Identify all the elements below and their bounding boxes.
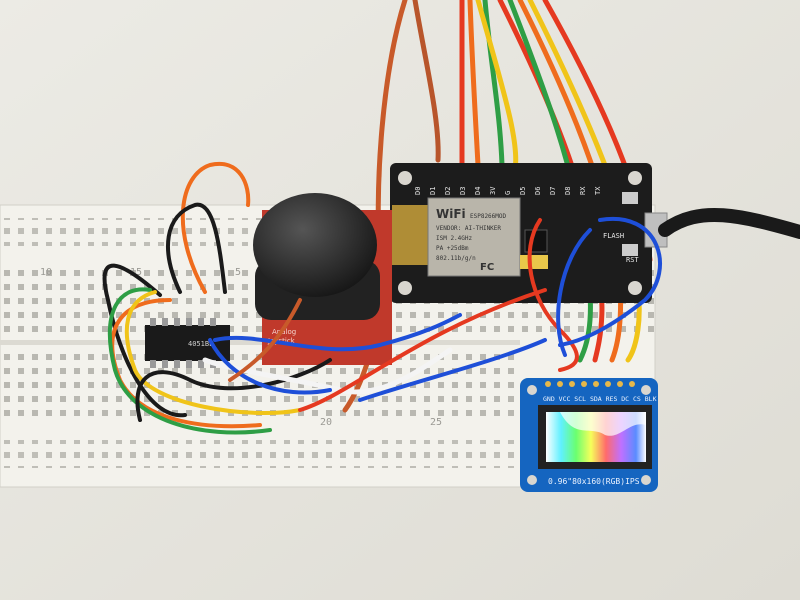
row-number: 15 xyxy=(130,267,142,278)
chip-line: ISM 2.4GHz xyxy=(436,235,473,242)
pin-label: TX xyxy=(594,186,602,195)
reset-button xyxy=(622,244,638,256)
chip-line: VENDOR: AI-THINKER xyxy=(436,225,501,232)
fc-mark: FC xyxy=(480,262,494,273)
row-number: 10 xyxy=(40,267,52,278)
nodemcu-board: WiFi ESP8266MOD VENDOR: AI-THINKER ISM 2… xyxy=(390,163,668,303)
pin-label: D7 xyxy=(549,187,557,195)
usb-cable xyxy=(658,207,800,239)
pin-label: D2 xyxy=(444,187,452,195)
pin-label: G xyxy=(504,191,512,195)
breadboard-wires xyxy=(102,161,662,435)
display-pin-labels: GND VCC SCL SDA RES DC CS BLK xyxy=(543,395,657,403)
ic-marking: 4051BE xyxy=(188,340,213,348)
pin-labels: D0 D1 D2 D3 D4 3V G D5 D6 D7 D8 RX TX xyxy=(414,186,602,195)
flash-button xyxy=(622,192,638,204)
pin-label: RX xyxy=(579,186,587,195)
chip-line: ESP8266MOD xyxy=(470,213,507,220)
pin-label: D6 xyxy=(534,187,542,195)
tft-display-module: GND VCC SCL SDA RES DC CS BLK 0.96"80x16… xyxy=(520,378,658,492)
wifi-logo: WiFi xyxy=(436,207,466,221)
pin-label: D8 xyxy=(564,187,572,195)
pin-label: D3 xyxy=(459,187,467,195)
flash-label: FLASH xyxy=(603,232,624,240)
row-number: 5 xyxy=(235,267,241,278)
capacitor xyxy=(520,255,548,269)
joystick-cap xyxy=(253,193,377,297)
joystick-label-1: Analog xyxy=(272,328,296,336)
multiplexer-ic: 4051BE xyxy=(145,318,230,368)
pin-label: D0 xyxy=(414,187,422,195)
chip-line: PA +25dBm xyxy=(436,245,469,252)
pin-label: D1 xyxy=(429,187,437,195)
row-number: 25 xyxy=(430,417,442,428)
esp-shield-can xyxy=(427,197,521,277)
antenna-trace xyxy=(392,205,428,265)
pin-label: D4 xyxy=(474,187,482,195)
row-number: 20 xyxy=(320,417,332,428)
chip-line: 802.11b/g/n xyxy=(436,255,476,262)
pin-label: 3V xyxy=(489,186,497,195)
joystick-module: Analog Joystick xyxy=(253,193,392,365)
rst-label: RST xyxy=(626,256,639,264)
display-caption: 0.96"80x160(RGB)IPS xyxy=(548,477,640,486)
pin-label: D5 xyxy=(519,187,527,195)
